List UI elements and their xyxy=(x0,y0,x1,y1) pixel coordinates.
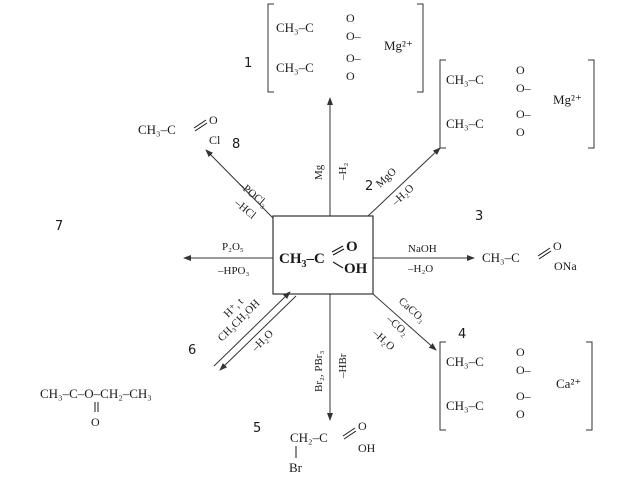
reaction-number-8: 8 xyxy=(232,137,240,152)
reagent-7-bottom: –HPO₃ xyxy=(217,265,250,277)
svg-text:O–: O– xyxy=(516,363,532,377)
reagent-4-bottom: –H₂O xyxy=(369,327,397,354)
reagent-3-top: NaOH xyxy=(408,243,437,255)
svg-text:CH₃–C–O–CH₂–CH₃: CH₃–C–O–CH₂–CH₃ xyxy=(40,386,152,401)
center-oh: OH xyxy=(344,261,368,277)
svg-text:O: O xyxy=(91,415,100,429)
svg-text:O: O xyxy=(516,63,525,77)
reagent-1-top: Mg xyxy=(313,164,325,180)
reagent-7-top: P₂O₅ xyxy=(222,241,244,253)
reaction-number-2: 2 xyxy=(365,179,373,194)
arrow-6b xyxy=(213,291,291,367)
svg-text:CH₃–C: CH₃–C xyxy=(138,122,176,137)
svg-text:CH₃–C: CH₃–C xyxy=(276,20,314,35)
svg-text:Mg²⁺: Mg²⁺ xyxy=(553,92,582,107)
reaction-number-3: 3 xyxy=(475,209,483,224)
svg-text:Mg²⁺: Mg²⁺ xyxy=(384,38,413,53)
svg-text:O: O xyxy=(346,69,355,83)
reagent-5-bottom: –HBr xyxy=(337,353,349,379)
product-4-calcium-acetate: CH₃–C O O– CH₃–C O– O Ca²⁺ xyxy=(439,341,593,431)
product-2-magnesium-acetate: CH₃–C O O– CH₃–C O– O Mg²⁺ xyxy=(439,59,595,149)
reagent-3-bottom: –H₂O xyxy=(407,263,433,275)
product-5-bromoacetic-acid: CH₂–C O OH Br xyxy=(289,419,376,475)
center-formula: CH3–C xyxy=(279,251,325,270)
reagent-2-bottom: –H₂O xyxy=(389,182,416,209)
svg-text:O: O xyxy=(516,407,525,421)
product-3-sodium-acetate: CH₃–C O ONa xyxy=(482,239,577,273)
svg-text:CH₃–C: CH₃–C xyxy=(446,354,484,369)
svg-text:CH₃–C: CH₃–C xyxy=(446,72,484,87)
svg-text:O: O xyxy=(516,125,525,139)
svg-text:ONa: ONa xyxy=(554,259,577,273)
reaction-number-7: 7 xyxy=(55,219,63,234)
svg-text:O: O xyxy=(209,113,218,127)
svg-text:O: O xyxy=(553,239,562,253)
arrow-8 xyxy=(205,149,274,219)
reagent-1-bottom: –H₂ xyxy=(337,163,349,181)
svg-text:CH₂–C: CH₂–C xyxy=(290,430,328,445)
center-o: O xyxy=(346,239,358,255)
svg-text:O: O xyxy=(516,345,525,359)
reagent-5-top: Br₂, PBr₃ xyxy=(313,351,325,392)
reaction-number-6: 6 xyxy=(188,343,196,358)
svg-text:O–: O– xyxy=(516,389,532,403)
product-8-acetyl-chloride: CH₃–C O Cl xyxy=(138,113,221,147)
product-1-magnesium-acetate: CH₃–C O O– CH₃–C O– O Mg²⁺ xyxy=(267,3,424,93)
svg-text:CH₃–C: CH₃–C xyxy=(446,116,484,131)
reagent-6-bottom: –H₂O xyxy=(249,328,276,355)
reagent-2-top: MgO xyxy=(374,166,399,191)
svg-text:O: O xyxy=(358,419,367,433)
center-box xyxy=(272,215,374,295)
reaction-number-5: 5 xyxy=(253,421,261,436)
svg-text:O: O xyxy=(346,11,355,25)
svg-text:O–: O– xyxy=(516,81,532,95)
arrow-2 xyxy=(367,147,441,217)
svg-text:CH₃–C: CH₃–C xyxy=(276,60,314,75)
svg-text:O–: O– xyxy=(346,29,362,43)
svg-text:O–: O– xyxy=(346,51,362,65)
reaction-number-1: 1 xyxy=(244,56,252,71)
svg-text:CH₃–C: CH₃–C xyxy=(482,250,520,265)
svg-text:Ca²⁺: Ca²⁺ xyxy=(556,376,581,391)
product-6-ethyl-acetate: CH₃–C–O–CH₂–CH₃ O xyxy=(40,386,152,429)
svg-text:O–: O– xyxy=(516,107,532,121)
reaction-number-4: 4 xyxy=(458,327,466,342)
svg-text:CH₃–C: CH₃–C xyxy=(446,398,484,413)
arrow-4 xyxy=(372,293,437,351)
svg-text:OH: OH xyxy=(358,441,376,455)
svg-text:Cl: Cl xyxy=(209,133,221,147)
svg-text:Br: Br xyxy=(289,460,303,475)
arrow-6a xyxy=(219,295,297,371)
